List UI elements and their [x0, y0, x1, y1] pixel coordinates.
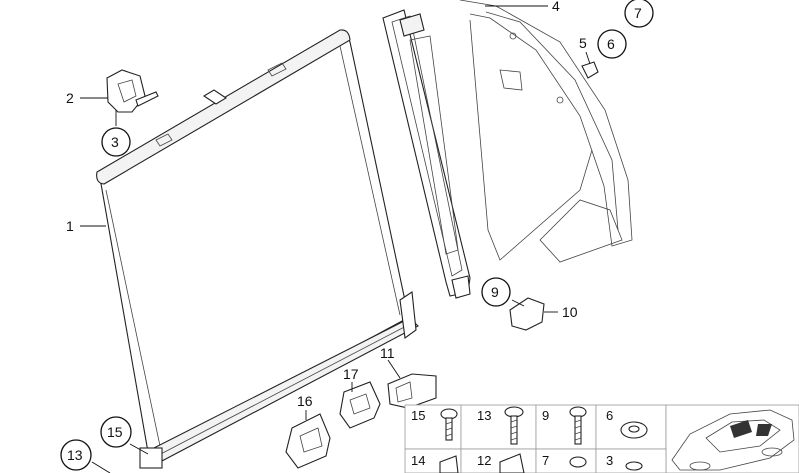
part-12-icon: [499, 453, 525, 473]
screw-15-icon: [440, 408, 458, 441]
grid-label-3: 3: [606, 453, 613, 468]
cap-part-17: [339, 381, 381, 429]
hook-part: [106, 69, 228, 113]
callout-16: 16: [297, 393, 313, 409]
callout-5: 5: [579, 35, 587, 51]
callout-1: 1: [66, 218, 74, 234]
bracket-part: [509, 297, 545, 331]
door-frame: [459, 0, 633, 263]
screw-13-icon: [504, 406, 524, 445]
grid-label-12: 12: [477, 453, 491, 468]
callout-10: 10: [562, 304, 578, 320]
callout-9: 9: [491, 284, 499, 300]
callout-17: 17: [343, 366, 359, 382]
clip-holder-part: [387, 373, 437, 409]
screw-9-icon: [569, 406, 587, 445]
part-14-icon: [439, 455, 459, 473]
callout-2: 2: [66, 90, 74, 106]
callout-3: 3: [111, 134, 119, 150]
callout-11: 11: [380, 345, 395, 361]
pillar-trim: [382, 9, 471, 299]
grid-label-14: 14: [411, 453, 425, 468]
callout-13: 13: [67, 447, 83, 463]
washer-6-icon: [620, 421, 648, 439]
part-3-icon: [625, 461, 643, 471]
grid-label-15: 15: [411, 408, 425, 423]
car-thumbnail-icon: [671, 409, 795, 471]
sunblind-panel: [96, 29, 419, 469]
cap-part-16: [285, 413, 331, 469]
part-7-icon: [569, 456, 587, 468]
grid-label-13: 13: [477, 408, 491, 423]
grid-label-7: 7: [542, 453, 549, 468]
callout-15: 15: [107, 424, 123, 440]
callout-4: 4: [552, 0, 560, 14]
grid-label-6: 6: [606, 408, 613, 423]
callout-6: 6: [607, 36, 615, 52]
grid-label-9: 9: [542, 408, 549, 423]
clip-part: [581, 61, 599, 79]
callout-7: 7: [634, 5, 642, 21]
fastener-grid: 15 13 9 6 14 12 7 3: [404, 404, 799, 473]
